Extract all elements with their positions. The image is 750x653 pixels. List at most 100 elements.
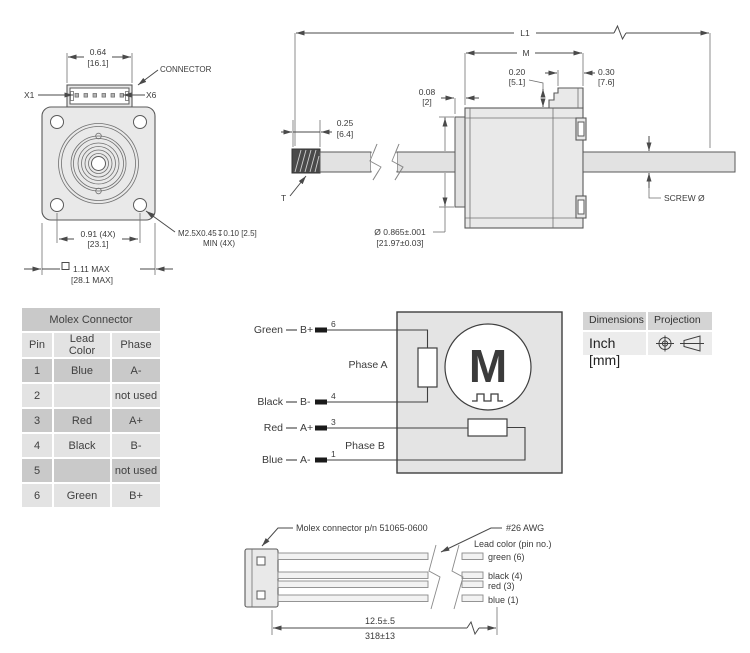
step-waveform-icon xyxy=(472,393,503,402)
lead-color-label: Red xyxy=(264,422,283,434)
dimension-pilot-depth: 0.08 [2] xyxy=(419,87,479,114)
phase-b-winding xyxy=(467,418,508,437)
dim-body-width-in: 1.11 MAX xyxy=(73,264,110,274)
dimensions-header: Dimensions xyxy=(583,312,646,330)
dim-m-label: M xyxy=(522,48,529,58)
projection-header: Projection xyxy=(648,312,712,330)
table-row: 4 Black B- xyxy=(22,434,160,457)
cable-connector-note: Molex connector p/n 51065-0600 xyxy=(296,523,428,533)
pin-number: 1 xyxy=(331,449,336,459)
wire-break-line xyxy=(428,544,441,610)
mounting-hole-note: M2.5X0.45↧0.10 [2.5] MIN (4X) xyxy=(145,210,257,248)
table-row: 3 Red A+ xyxy=(22,409,160,432)
pin-number: 4 xyxy=(331,391,336,401)
lead-color-label: Blue xyxy=(262,454,283,466)
screw-diameter-callout: SCREW Ø xyxy=(646,136,705,203)
dimension-connector-width: 0.64 [16.1] xyxy=(66,47,133,83)
front-motor-body xyxy=(41,106,156,221)
dimensions-value: Inch [mm] xyxy=(583,332,646,368)
cell-lead: Black xyxy=(54,434,110,457)
dimension-connector-depth: 0.30 [7.6] xyxy=(545,67,615,87)
pin-terminal-mark xyxy=(315,399,327,405)
lead-black: Black B- 4 xyxy=(257,391,336,408)
pin-terminal-mark xyxy=(315,327,327,333)
terminal-x1-label: X1 xyxy=(24,90,35,100)
dimension-pilot-diameter: Ø 0.865±.001 [21.97±0.03] xyxy=(374,116,454,248)
pin-number: 6 xyxy=(331,319,336,329)
lead-color-heading: Lead color (pin no.) xyxy=(474,539,552,549)
square-symbol xyxy=(61,262,70,270)
dimension-hole-spacing: 0.91 (4X) [23.1] xyxy=(56,213,141,249)
leadscrew-shaft-left xyxy=(319,143,466,181)
lead-terminal-label: B- xyxy=(300,396,311,408)
front-pilot-circles xyxy=(58,123,139,204)
leadscrew-shaft-right xyxy=(582,151,736,173)
dim-connector-width-in: 0.64 xyxy=(90,47,107,57)
table-header-row: Pin Lead Color Phase xyxy=(22,333,160,357)
cell-phase: A+ xyxy=(112,409,160,432)
dim-connector-depth-mm: [7.6] xyxy=(598,77,615,87)
wire-break-line xyxy=(451,544,464,610)
rear-tabs xyxy=(575,117,587,219)
table-title: Molex Connector xyxy=(22,308,160,331)
cell-pin: 3 xyxy=(22,409,52,432)
lead-green: Green B+ 6 xyxy=(254,319,336,336)
terminal-x6-label: X6 xyxy=(146,90,157,100)
cell-lead xyxy=(54,459,110,482)
cell-pin: 1 xyxy=(22,359,52,382)
dim-cable-length-in: 12.5±.5 xyxy=(365,616,395,626)
side-motor-body xyxy=(454,107,584,229)
pin-terminal-mark xyxy=(315,425,327,431)
screw-diameter-label: SCREW Ø xyxy=(664,193,705,203)
dim-connector-height-mm: [5.1] xyxy=(509,77,526,87)
motor-symbol: M xyxy=(444,323,532,411)
connector-label: CONNECTOR xyxy=(160,65,212,74)
phase-a-label: Phase A xyxy=(348,359,387,371)
terminal-labels: X1 X6 xyxy=(24,90,157,100)
side-view-drawing: L1 M 0.20 [5.1] 0.30 [7.6] xyxy=(281,24,736,248)
dimension-l1: L1 xyxy=(294,24,711,148)
cable-connector xyxy=(244,548,279,608)
cell-phase: B- xyxy=(112,434,160,457)
cell-lead: Red xyxy=(54,409,110,432)
leadscrew-thread xyxy=(291,148,321,174)
dimension-cable-length: 12.5±.5 318±13 xyxy=(271,607,498,641)
dimension-thread-length: 0.25 [6.4] xyxy=(281,118,354,147)
table-row: 5 not used xyxy=(22,459,160,482)
dim-hole-spacing-in: 0.91 (4X) xyxy=(81,229,116,239)
wire-label-blue: blue (1) xyxy=(488,595,519,605)
mounting-hole-note-line1: M2.5X0.45↧0.10 [2.5] xyxy=(178,229,257,238)
lead-blue: Blue A- 1 xyxy=(262,449,336,466)
motor-symbol-letter: M xyxy=(469,340,507,392)
dimension-m: M xyxy=(464,48,584,105)
cell-phase: not used xyxy=(112,384,160,407)
cable-wires xyxy=(277,544,484,610)
cable-drawing: Molex connector p/n 51065-0600 #26 AWG L… xyxy=(244,523,552,641)
wire-gauge-label: #26 AWG xyxy=(506,523,544,533)
molex-connector-table: Molex Connector Pin Lead Color Phase 1 B… xyxy=(20,306,162,509)
lead-color-label: Green xyxy=(254,324,283,336)
thread-label: T xyxy=(281,193,286,203)
dim-pilot-diameter-in: Ø 0.865±.001 xyxy=(374,227,426,237)
front-view-drawing: 0.64 [16.1] CONNECTOR X1 X6 0.91 (4X) [2… xyxy=(24,47,257,285)
lead-terminal-label: A+ xyxy=(300,422,313,434)
dim-connector-width-mm: [16.1] xyxy=(87,58,108,68)
cell-pin: 2 xyxy=(22,384,52,407)
third-angle-projection-icon xyxy=(656,335,704,352)
table-row: 1 Blue A- xyxy=(22,359,160,382)
cell-pin: 4 xyxy=(22,434,52,457)
dimension-connector-height: 0.20 [5.1] xyxy=(509,67,546,107)
table-row: 6 Green B+ xyxy=(22,484,160,507)
connector-pins xyxy=(74,93,124,98)
dim-l1-label: L1 xyxy=(520,28,530,38)
dim-pilot-depth-mm: [2] xyxy=(422,97,431,107)
lead-red: Red A+ 3 xyxy=(264,417,336,434)
phase-b-label: Phase B xyxy=(345,440,385,452)
thread-callout: T xyxy=(281,175,307,203)
wire-label-green: green (6) xyxy=(488,552,525,562)
table-row: 2 not used xyxy=(22,384,160,407)
dim-connector-depth-in: 0.30 xyxy=(598,67,615,77)
dim-thread-length-in: 0.25 xyxy=(337,118,354,128)
dimension-body-width: 1.11 MAX [28.1 MAX] xyxy=(24,223,173,285)
